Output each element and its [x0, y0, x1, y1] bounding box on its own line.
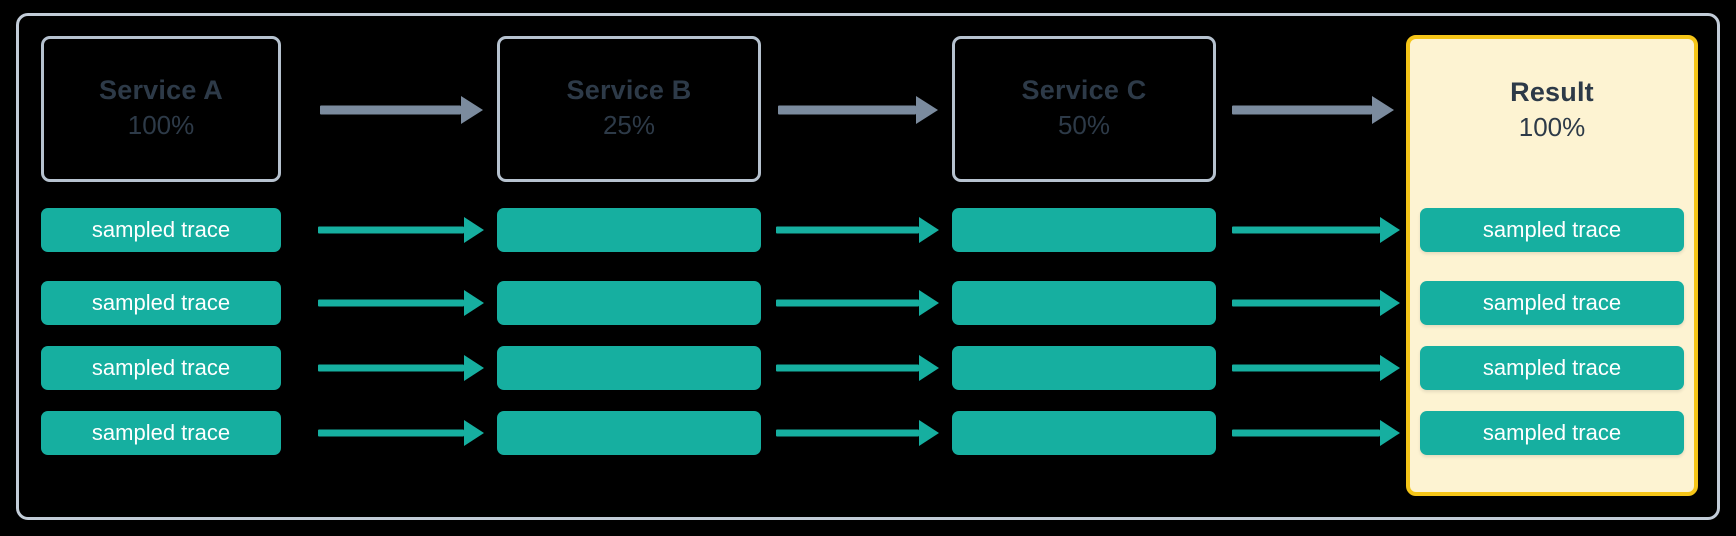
trace-bar-row3-service-b[interactable] [497, 346, 761, 390]
arrow-shaft [776, 429, 919, 437]
service-a-title: Service A [99, 75, 223, 106]
arrow-head [919, 420, 939, 446]
arrow-shaft [318, 429, 464, 437]
arrow-head [1380, 290, 1400, 316]
trace-bar-row3-result[interactable]: sampled trace [1420, 346, 1684, 390]
trace-bar-row2-service-b[interactable] [497, 281, 761, 325]
trace-bar-row1-service-a[interactable]: sampled trace [41, 208, 281, 252]
arrow-shaft [1232, 429, 1380, 437]
arrow-head [464, 290, 484, 316]
trace-bar-row4-result[interactable]: sampled trace [1420, 411, 1684, 455]
arrow-head [1372, 96, 1394, 124]
trace-bar-row4-service-b[interactable] [497, 411, 761, 455]
arrow-shaft [776, 226, 919, 234]
arrow-shaft [318, 226, 464, 234]
trace-bar-row2-result[interactable]: sampled trace [1420, 281, 1684, 325]
arrow-shaft [318, 299, 464, 307]
service-c-title: Service C [1021, 75, 1147, 106]
diagram-outer-frame [16, 13, 1720, 520]
trace-bar-row2-service-c[interactable] [952, 281, 1216, 325]
trace-bar-row1-service-c[interactable] [952, 208, 1216, 252]
arrow-shaft [776, 299, 919, 307]
arrow-head [464, 355, 484, 381]
arrow-head [1380, 355, 1400, 381]
arrow-shaft [776, 364, 919, 372]
arrow-shaft [1232, 226, 1380, 234]
trace-bar-row4-service-a[interactable]: sampled trace [41, 411, 281, 455]
arrow-shaft [1232, 299, 1380, 307]
service-b-percent: 25% [602, 109, 656, 140]
trace-bar-row1-result[interactable]: sampled trace [1420, 208, 1684, 252]
trace-bar-row1-service-b[interactable] [497, 208, 761, 252]
arrow-head [919, 290, 939, 316]
arrow-shaft [1232, 105, 1372, 115]
arrow-head [919, 355, 939, 381]
arrow-head [919, 217, 939, 243]
arrow-head [1380, 420, 1400, 446]
service-box-service-c[interactable]: Service C 50% [952, 36, 1216, 182]
arrow-shaft [320, 105, 461, 115]
arrow-head [1380, 217, 1400, 243]
service-box-service-a[interactable]: Service A 100% [41, 36, 281, 182]
arrow-shaft [1232, 364, 1380, 372]
trace-bar-row4-service-c[interactable] [952, 411, 1216, 455]
service-b-title: Service B [566, 75, 692, 106]
arrow-head [464, 420, 484, 446]
service-c-percent: 50% [1057, 109, 1111, 140]
service-a-percent: 100% [127, 109, 195, 140]
arrow-shaft [778, 105, 916, 115]
service-box-service-b[interactable]: Service B 25% [497, 36, 761, 182]
arrow-head [464, 217, 484, 243]
trace-bar-row2-service-a[interactable]: sampled trace [41, 281, 281, 325]
arrow-shaft [318, 364, 464, 372]
arrow-head [461, 96, 483, 124]
trace-bar-row3-service-a[interactable]: sampled trace [41, 346, 281, 390]
trace-bar-row3-service-c[interactable] [952, 346, 1216, 390]
arrow-head [916, 96, 938, 124]
